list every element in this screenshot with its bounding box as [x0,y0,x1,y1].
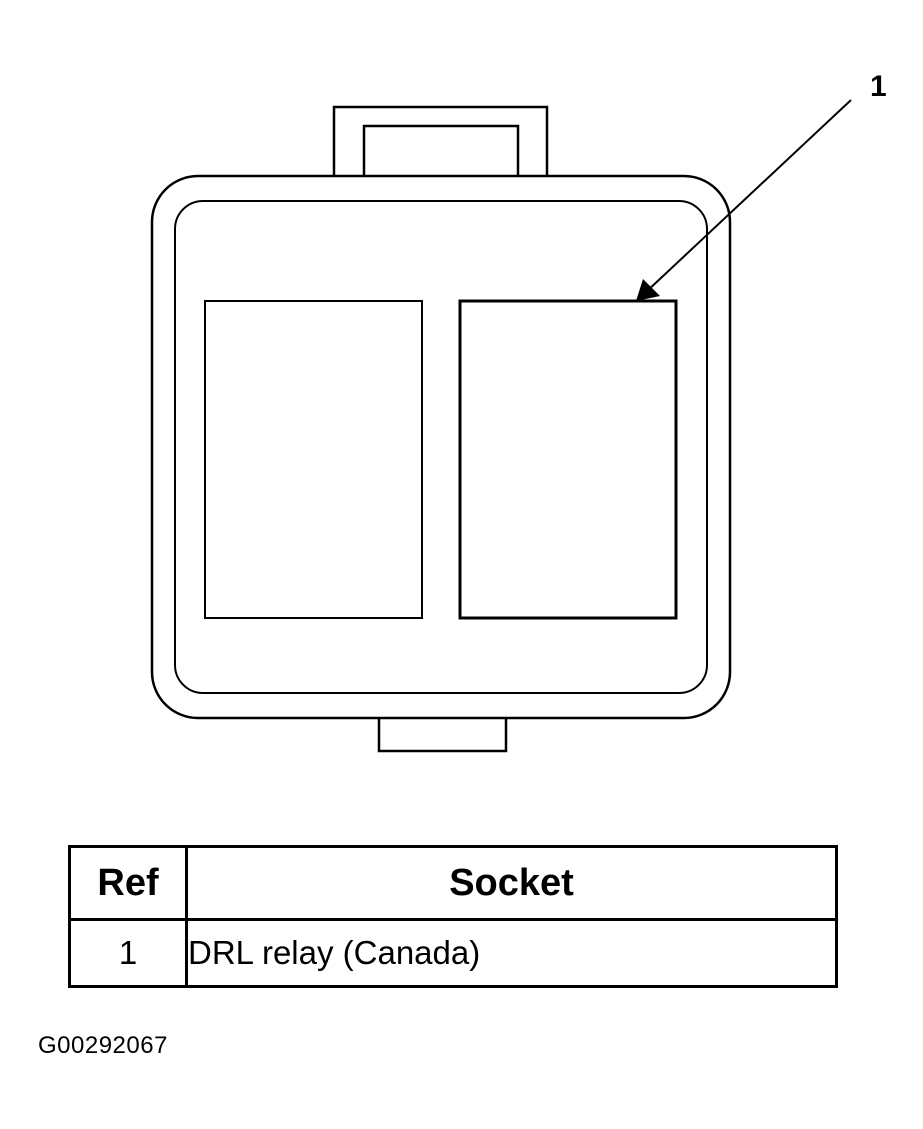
relay-socket-diagram [150,99,852,753]
left-cavity [204,300,423,619]
right-cavity-drl-relay [458,299,678,620]
legend-table: Ref Socket 1 DRL relay (Canada) [68,845,838,988]
header-ref: Ref [68,845,188,921]
cell-ref: 1 [68,918,188,988]
cell-socket: DRL relay (Canada) [185,918,838,988]
callout-leader-line [645,99,852,293]
header-socket: Socket [185,845,838,921]
callout-label-1: 1 [870,70,887,103]
table-row: 1 DRL relay (Canada) [68,918,838,988]
figure-id: G00292067 [38,1032,168,1059]
legend-header-row: Ref Socket [68,845,838,921]
callout-arrowhead [636,279,660,301]
top-latch-inner [362,124,520,184]
